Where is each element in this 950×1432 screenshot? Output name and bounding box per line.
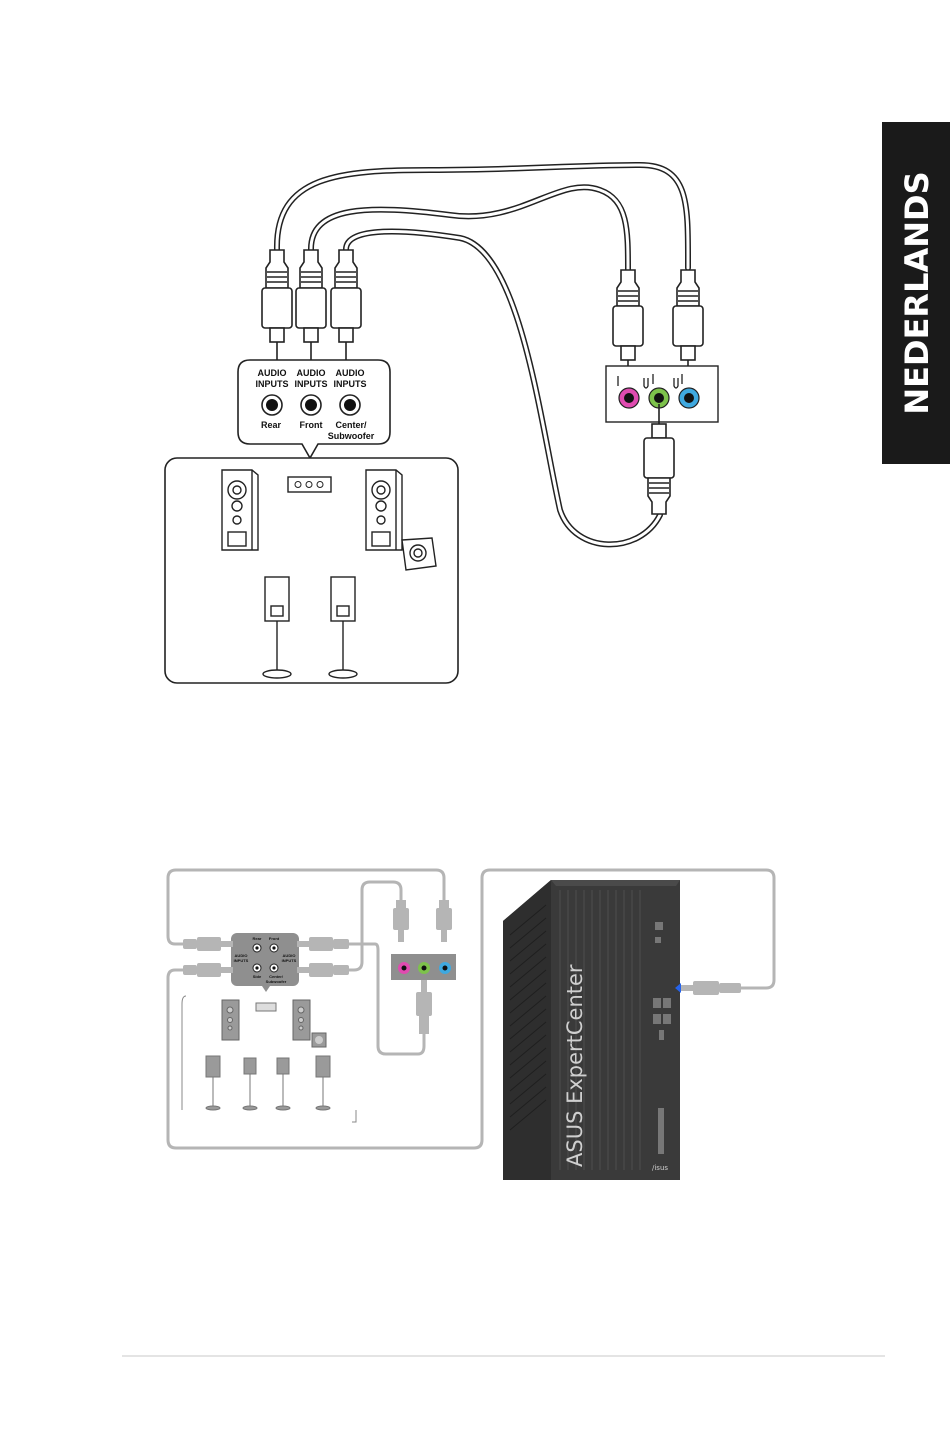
- input-jacks: [262, 395, 360, 415]
- front-left-speaker: [222, 470, 258, 550]
- front-right-speaker: [366, 470, 402, 550]
- diagram-7-1-speaker-connection: Rear Front AUDIO INPUTS AUDIO INPUTS Sid…: [168, 870, 774, 1180]
- input-rear-label: Rear: [261, 420, 282, 430]
- case-logo: /isus: [652, 1164, 668, 1172]
- pc-audio-panel: [606, 270, 718, 514]
- pc-case: ASUS ExpertCenter /isus: [503, 880, 741, 1180]
- mini-io-panel: [391, 900, 456, 1034]
- input-rear-heading-2: INPUTS: [255, 379, 288, 389]
- diagram-5-1-speaker-connection: AUDIO INPUTS AUDIO INPUTS AUDIO INPUTS R…: [165, 165, 718, 683]
- input-center-label-2: Subwoofer: [328, 431, 375, 441]
- hub-label-right-2: INPUTS: [282, 958, 297, 963]
- mini-subwoofer: [312, 1033, 326, 1047]
- subwoofer: [402, 538, 436, 570]
- amplifier-unit: [288, 477, 331, 492]
- input-center-heading-1: AUDIO: [336, 368, 365, 378]
- mini-tower-left: [222, 1000, 239, 1040]
- hub-label-left-2: INPUTS: [234, 958, 249, 963]
- hub-label-center-2: Subwoofer: [266, 979, 287, 984]
- rca-plug-front: [296, 250, 326, 368]
- hub-label-rear: Rear: [253, 936, 262, 941]
- language-tab-label: NEDERLANDS: [898, 171, 936, 414]
- hub-pointer: [262, 986, 270, 992]
- input-front-heading-1: AUDIO: [297, 368, 326, 378]
- input-rear-heading-1: AUDIO: [258, 368, 287, 378]
- case-brand: ASUS ExpertCenter: [563, 964, 587, 1167]
- case-plug: [681, 981, 741, 995]
- hub-label-side: Side: [253, 974, 262, 979]
- rca-plug-rear: [262, 250, 292, 368]
- input-front-label: Front: [300, 420, 323, 430]
- input-front-heading-2: INPUTS: [294, 379, 327, 389]
- mini-satellites: [206, 1056, 330, 1110]
- mini-amplifier: [256, 1003, 276, 1011]
- rca-plug-center: [331, 250, 361, 368]
- mini-tower-right: [293, 1000, 310, 1040]
- input-center-label-1: Center/: [335, 420, 367, 430]
- hub-label-front: Front: [269, 936, 280, 941]
- input-center-heading-2: INPUTS: [333, 379, 366, 389]
